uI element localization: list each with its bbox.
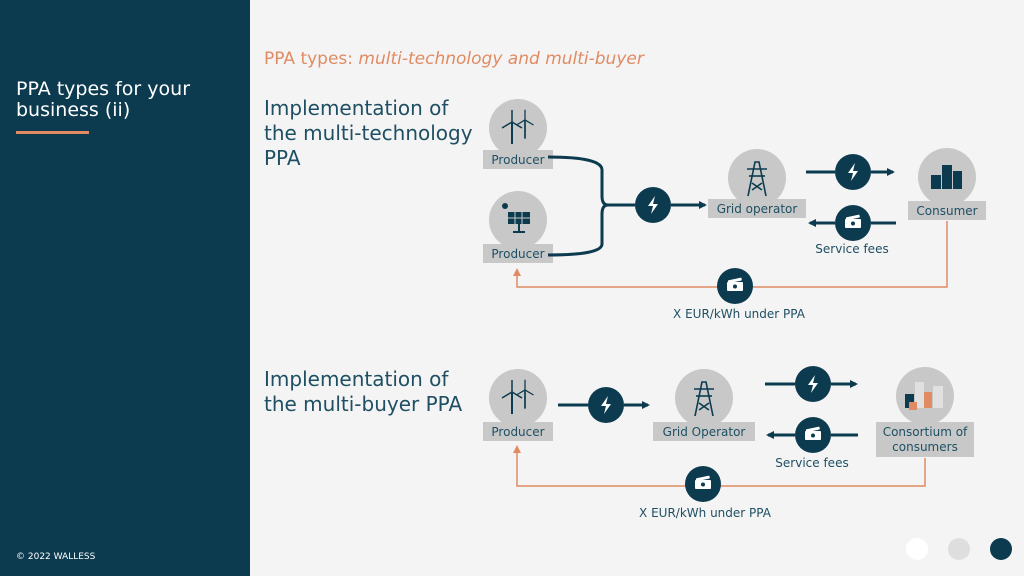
transmission-tower-icon (694, 381, 714, 417)
producer-wind-node: Producer (483, 99, 553, 169)
producer-solar-label: Producer (491, 247, 544, 261)
sidebar-title: PPA types for your business (ii) (16, 78, 191, 121)
solar-panel-icon (502, 203, 530, 233)
page-dot-3-active[interactable] (990, 538, 1012, 560)
service-fees-label-2: Service fees (775, 456, 848, 470)
subtitle-lead: PPA types: (264, 49, 359, 69)
page-subtitle: PPA types: multi-technology and multi-bu… (264, 49, 644, 69)
buildings-icon (905, 382, 943, 410)
transmission-tower-icon (747, 161, 767, 197)
subtitle-emphasis: multi-technology and multi-buyer (358, 49, 644, 69)
consumer-node: Consumer (908, 148, 986, 220)
buildings-icon (931, 165, 962, 189)
service-fees-label: Service fees (815, 242, 888, 256)
copyright-text: © 2022 WALLESS (16, 552, 96, 562)
grid-operator-label: Grid operator (717, 202, 798, 216)
payment-line-2 (513, 445, 926, 487)
page-dot-1[interactable] (906, 538, 928, 560)
producer-wind-circle (489, 99, 547, 157)
consortium-label-line1: Consortium of (883, 425, 968, 439)
consumer-label: Consumer (916, 204, 977, 218)
grid-operator-node: Grid operator (708, 149, 806, 218)
multi-buyer-title: Implementation of the multi-buyer PPA (264, 367, 463, 416)
sidebar-accent-rule (16, 131, 89, 134)
producer-label: Producer (491, 425, 544, 439)
payment-label-2: X EUR/kWh under PPA (639, 506, 772, 520)
sidebar: PPA types for your business (ii) © 2022 … (0, 0, 250, 576)
consortium-label-line2: consumers (892, 440, 958, 454)
multi-technology-title: Implementation of the multi-technology P… (264, 96, 473, 170)
grid-operator-label-2: Grid Operator (663, 425, 746, 439)
payment-label-1: X EUR/kWh under PPA (673, 307, 806, 321)
consortium-node: Consortium of consumers (876, 367, 974, 457)
producer-wind-label: Producer (491, 153, 544, 167)
main-content: PPA types: multi-technology and multi-bu… (250, 0, 1024, 576)
producer-solar-node: Producer (483, 191, 553, 263)
producers-bracket (547, 155, 609, 257)
grid-operator-node-2: Grid Operator (653, 369, 755, 441)
ppa-diagrams: Producer Producer (483, 99, 986, 520)
producer-node: Producer (483, 369, 553, 441)
page-dot-2[interactable] (948, 538, 970, 560)
